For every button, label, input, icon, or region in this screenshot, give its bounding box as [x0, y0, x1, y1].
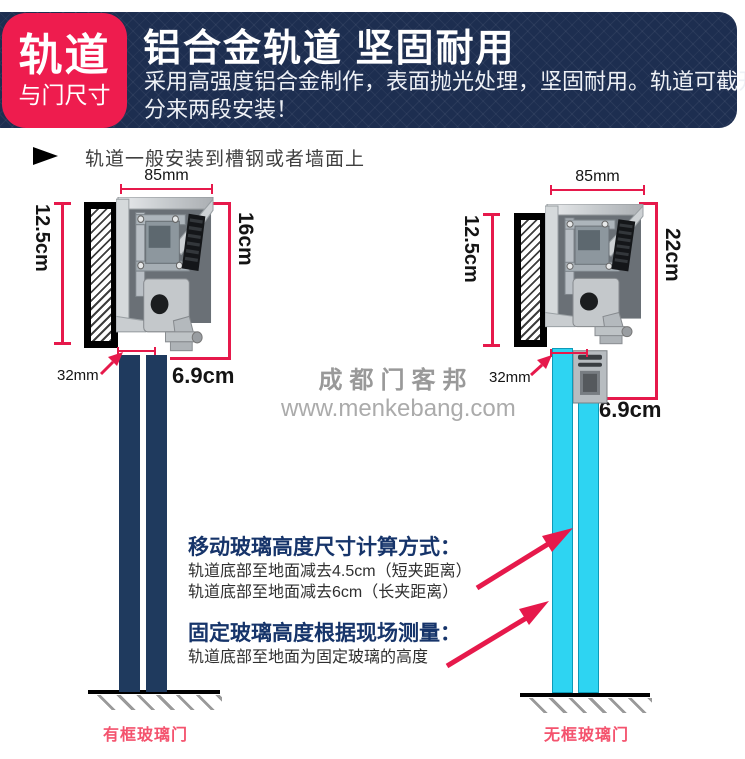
- left-bottom-width-label: 6.9cm: [172, 363, 235, 388]
- dim-tick: [586, 349, 588, 357]
- page-subtitle-line2: 分来两段安装！: [144, 97, 299, 122]
- left-track-dim-line: [228, 202, 231, 360]
- watermark: 成都门客邦 www.menkebang.com: [281, 360, 516, 423]
- dim-tick: [483, 213, 500, 216]
- page-title: 铝合金轨道 坚固耐用: [143, 28, 516, 70]
- watermark-brand: 成都门客邦: [318, 367, 474, 394]
- dim-tick: [639, 202, 658, 205]
- instructions-heading-2: 固定玻璃高度根据现场测量：: [188, 622, 461, 645]
- badge-title: 轨道: [18, 30, 111, 80]
- page-subtitle-line1: 采用高强度铝合金制作，表面抛光处理，坚固耐用。轨道可截开: [144, 69, 745, 94]
- right-bottom-width-label: 6.9cm: [599, 397, 662, 422]
- left-wall-section: [84, 202, 118, 348]
- bullet-arrow-icon: [33, 147, 58, 165]
- dim-tick: [54, 202, 71, 205]
- dim-tick: [643, 185, 645, 195]
- glass-clamp: [572, 350, 608, 404]
- left-gap-width-label: 32mm: [57, 367, 99, 384]
- left-floor-hatch: [96, 695, 222, 710]
- right-floor-line: [520, 693, 650, 697]
- left-top-dim-line: [120, 188, 213, 190]
- frameless-glass-panel-left: [552, 348, 573, 693]
- left-wall-dim-line: [61, 202, 64, 345]
- right-gap-dim-line: [550, 352, 588, 354]
- dim-tick: [212, 202, 231, 205]
- right-track-dim-line: [655, 202, 658, 400]
- right-track-height-label: 22cm: [661, 228, 684, 282]
- instructions-heading-1: 移动玻璃高度尺寸计算方式：: [188, 536, 461, 559]
- instructions-line-2: 轨道底部至地面减去6cm（长夹距离）: [188, 584, 459, 601]
- badge-subtitle: 与门尺寸: [18, 81, 111, 108]
- right-top-width-label: 85mm: [575, 168, 620, 185]
- category-badge: 轨道 与门尺寸: [2, 13, 127, 128]
- framed-door-panel-left: [119, 355, 140, 692]
- dim-tick: [211, 184, 213, 194]
- instructions-line-1: 轨道底部至地面减去4.5cm（短夹距离）: [188, 563, 472, 580]
- left-track-height-label: 16cm: [234, 212, 257, 266]
- page-subtitle: 采用高强度铝合金制作，表面抛光处理，坚固耐用。轨道可截开 分来两段安装！: [144, 68, 745, 124]
- dim-tick: [54, 342, 71, 345]
- right-top-dim-line: [550, 189, 645, 191]
- dim-tick: [154, 347, 156, 355]
- right-track-cross-section-image: [545, 204, 644, 404]
- dim-tick: [597, 397, 658, 400]
- left-floor-line: [88, 690, 220, 694]
- right-wall-section: [514, 213, 547, 347]
- right-wall-dim-line: [491, 213, 494, 347]
- right-diagram-label: 无框玻璃门: [544, 727, 630, 744]
- instructions-line-3: 轨道底部至地面为固定玻璃的高度: [188, 649, 429, 666]
- left-diagram-label: 有框玻璃门: [103, 727, 189, 744]
- note-text: 轨道一般安装到槽钢或者墙面上: [85, 149, 366, 170]
- dim-tick: [550, 349, 552, 357]
- dim-tick: [170, 357, 231, 360]
- dim-tick: [120, 184, 122, 194]
- dim-tick: [550, 185, 552, 195]
- right-gap-width-label: 32mm: [489, 369, 531, 386]
- left-top-width-label: 85mm: [144, 167, 189, 184]
- left-wall-height-label: 12.5cm: [31, 204, 53, 272]
- dim-tick: [117, 347, 119, 355]
- left-track-cross-section-image: [116, 197, 214, 352]
- framed-door-panel-right: [146, 355, 167, 692]
- dim-tick: [483, 344, 500, 347]
- watermark-url: www.menkebang.com: [281, 395, 516, 422]
- instructions-block: 移动玻璃高度尺寸计算方式： 轨道底部至地面减去4.5cm（短夹距离） 轨道底部至…: [188, 534, 498, 668]
- right-floor-hatch: [528, 698, 652, 713]
- left-gap-dim-line: [117, 350, 156, 352]
- right-wall-height-label: 12.5cm: [460, 215, 482, 283]
